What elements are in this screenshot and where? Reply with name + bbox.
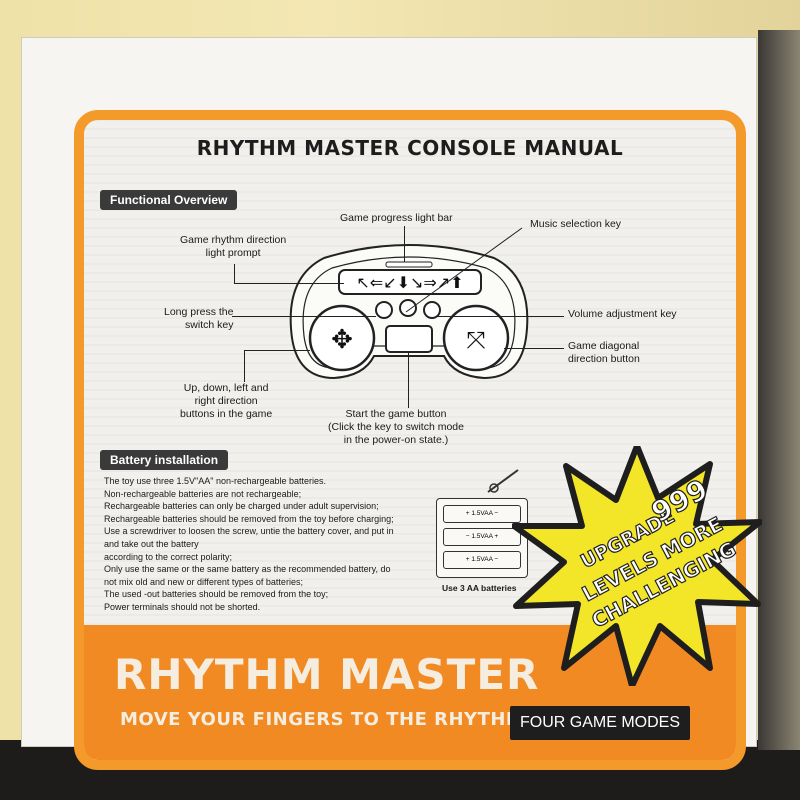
battery-cell: − 1.5VAA + — [443, 528, 521, 546]
label-diagonal: Game diagonal direction button — [568, 340, 640, 365]
leader-line — [234, 264, 235, 284]
battery-line: Use a screwdriver to loosen the screw, u… — [104, 526, 394, 537]
battery-line: Rechargeable batteries can only be charg… — [104, 501, 379, 512]
battery-line: Rechargeable batteries should be removed… — [104, 513, 394, 524]
label-rhythm-prompt: Game rhythm direction light prompt — [180, 234, 287, 259]
battery-cell: + 1.5VAA − — [443, 551, 521, 569]
tagline: MOVE YOUR FINGERS TO THE RHYTHM — [120, 709, 525, 730]
battery-line: The used -out batteries should be remove… — [104, 589, 329, 600]
leader-line — [244, 350, 245, 382]
svg-text:↖⇐↙⬇↘⇒↗⬆: ↖⇐↙⬇↘⇒↗⬆ — [356, 273, 463, 292]
battery-cell: + 1.5VAA − — [443, 505, 521, 523]
battery-instructions: The toy use three 1.5V"AA" non-rechargea… — [104, 475, 444, 614]
game-modes-badge: FOUR GAME MODES — [510, 706, 690, 740]
leader-line — [436, 316, 564, 317]
battery-compartment: + 1.5VAA − − 1.5VAA + + 1.5VAA − — [436, 498, 528, 578]
label-progress-bar: Game progress light bar — [340, 212, 453, 224]
functional-overview-tag: Functional Overview — [100, 190, 238, 210]
controller-diagram: ↖⇐↙⬇↘⇒↗⬆ ✥ ⤧ — [289, 244, 529, 380]
battery-line: and take out the battery — [104, 538, 199, 549]
leader-line — [234, 283, 344, 284]
label-switch-key: Long press the switch key — [164, 306, 234, 331]
leader-line — [232, 316, 376, 317]
box-side — [758, 30, 800, 750]
label-direction-buttons: Up, down, left and right direction butto… — [180, 382, 273, 420]
svg-text:⤧: ⤧ — [466, 326, 485, 354]
screwdriver-icon — [487, 469, 519, 493]
battery-line: Power terminals should not be shorted. — [104, 601, 261, 612]
label-music-key: Music selection key — [530, 218, 622, 230]
manual-title: RHYTHM MASTER CONSOLE MANUAL — [196, 136, 624, 160]
label-start-button: Start the game button (Click the key to … — [328, 408, 464, 446]
leader-line — [244, 350, 310, 351]
battery-line: not mix old and new or different types o… — [104, 576, 303, 587]
leader-line — [408, 352, 409, 408]
battery-line: Non-rechargeable batteries are not recha… — [104, 488, 302, 499]
leader-music-key — [405, 227, 523, 313]
svg-text:✥: ✥ — [331, 325, 353, 355]
battery-line: Only use the same or the same battery as… — [104, 564, 391, 575]
battery-line: The toy use three 1.5V"AA" non-rechargea… — [104, 476, 327, 486]
product-box: RHYTHM MASTER CONSOLE MANUAL Functional … — [22, 38, 762, 770]
label-volume-key: Volume adjustment key — [568, 308, 677, 320]
leader-line — [504, 348, 564, 349]
brand-title: RHYTHM MASTER — [114, 650, 540, 699]
battery-installation-tag: Battery installation — [100, 450, 229, 470]
upgrade-burst: UPGRADE 999 LEVELS MORE CHALLENGING — [512, 446, 762, 686]
leader-line — [404, 226, 405, 262]
battery-line: according to the correct polarity; — [104, 551, 233, 562]
battery-caption: Use 3 AA batteries — [442, 583, 517, 593]
